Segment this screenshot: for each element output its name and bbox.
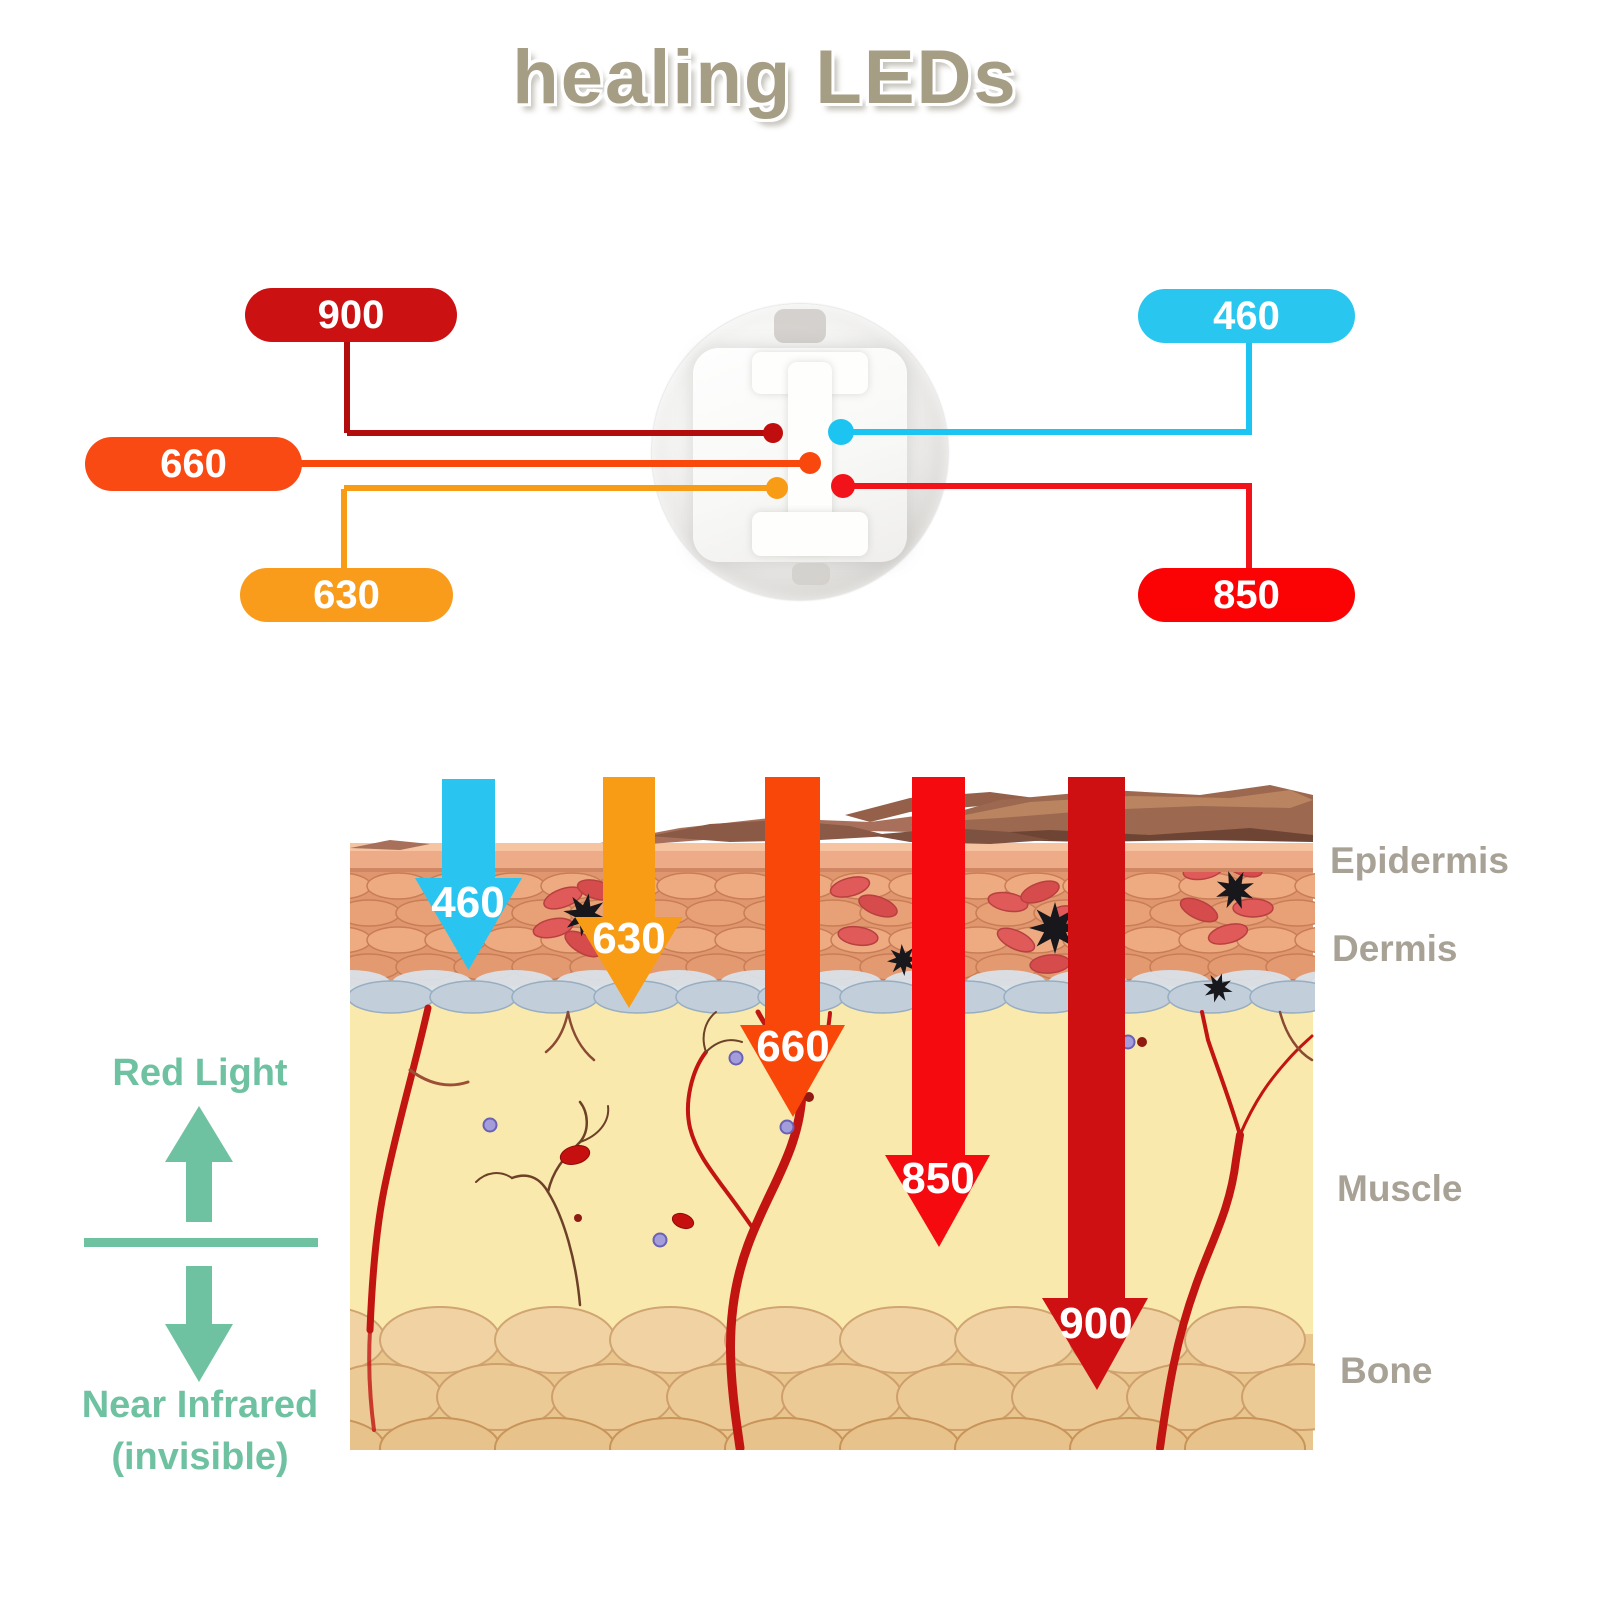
- layer-label-muscle: Muscle: [1337, 1168, 1463, 1209]
- floating-cells: [482, 1034, 1147, 1248]
- arrow-label-460: 460: [431, 878, 505, 927]
- led-bond-pad-top: [774, 309, 826, 343]
- arrow-label-660: 660: [756, 1022, 830, 1071]
- invisible-label: (invisible): [111, 1436, 289, 1478]
- page-title: healing LEDs: [512, 35, 1018, 120]
- callout-label-630: 630: [313, 572, 380, 617]
- epidermis-band: [350, 843, 1313, 872]
- connector-660-horizontal: [298, 460, 810, 467]
- arrow-900: [1042, 777, 1148, 1390]
- layer-label-dermis: Dermis: [1332, 928, 1458, 969]
- callout-label-660: 660: [160, 441, 227, 486]
- legend-divider: [84, 1238, 318, 1247]
- connector-630-horizontal: [344, 485, 777, 491]
- connector-900-horizontal: [347, 430, 773, 436]
- callout-label-460: 460: [1213, 293, 1280, 338]
- arrow-850: [885, 777, 990, 1247]
- layer-label-epidermis: Epidermis: [1330, 840, 1509, 881]
- connector-630-vertical: [341, 489, 347, 570]
- led-die-dot-460: [828, 419, 854, 445]
- penetration-arrows: [415, 777, 1148, 1390]
- connector-460-horizontal: [841, 429, 1252, 435]
- arrow-630: [575, 777, 683, 1008]
- callout-pill-630: 630: [240, 568, 453, 622]
- near-infrared-down-arrow-icon: [165, 1266, 233, 1382]
- blood-vessels: [366, 1004, 1314, 1450]
- near-infrared-label: Near Infrared: [81, 1384, 319, 1426]
- red-light-label: Red Light: [112, 1052, 288, 1094]
- arrow-label-630: 630: [592, 914, 666, 963]
- led-die-dot-850: [831, 474, 855, 498]
- callout-label-850: 850: [1213, 572, 1280, 617]
- connector-460-vertical: [1246, 341, 1252, 432]
- connector-850-horizontal: [843, 483, 1252, 489]
- layer-label-bone: Bone: [1340, 1350, 1433, 1391]
- connector-900-vertical: [344, 342, 350, 433]
- connector-850-vertical: [1246, 484, 1252, 570]
- led-die-dot-630: [766, 477, 788, 499]
- callout-pill-850: 850: [1138, 568, 1355, 622]
- arrow-660: [740, 777, 845, 1117]
- callout-pill-460: 460: [1138, 289, 1355, 343]
- red-light-up-arrow-icon: [165, 1106, 233, 1222]
- arrow-label-850: 850: [901, 1154, 975, 1203]
- skin-cross-section: [350, 777, 1315, 1450]
- led-die-dot-660: [799, 452, 821, 474]
- callout-pill-660: 660: [85, 437, 302, 491]
- bone-cells: [350, 1306, 1315, 1450]
- arrow-460: [415, 779, 522, 970]
- arrow-label-900: 900: [1059, 1299, 1133, 1348]
- led-die-dot-900: [763, 423, 783, 443]
- led-chip-flange-bottom: [752, 512, 868, 556]
- callout-pill-900: 900: [245, 288, 457, 342]
- led-bond-pad-bottom: [792, 563, 830, 585]
- callout-label-900: 900: [317, 292, 385, 337]
